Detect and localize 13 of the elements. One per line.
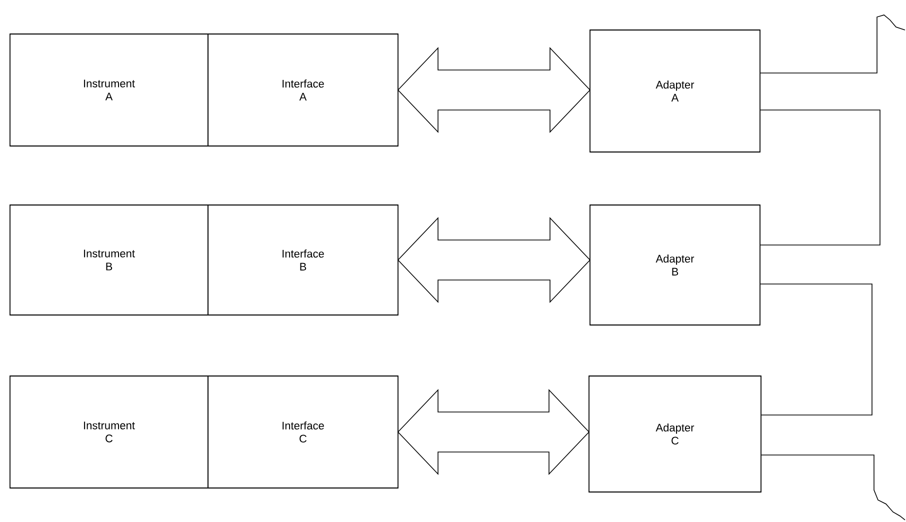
interface-box: Interface A [208,34,398,146]
connector-line [760,14,906,74]
adapter-box: Adapter C [588,376,762,492]
interface-box: Interface C [208,376,398,488]
instrument-box: Instrument A [10,34,208,146]
interface-box: Interface B [208,204,398,316]
connector-line [760,110,880,246]
connector-line [760,284,872,416]
adapter-box: Adapter A [590,30,760,152]
connector-line [761,454,906,520]
instrument-box: Instrument C [10,376,208,488]
instrument-box: Instrument B [10,204,208,316]
adapter-box: Adapter B [590,204,760,326]
